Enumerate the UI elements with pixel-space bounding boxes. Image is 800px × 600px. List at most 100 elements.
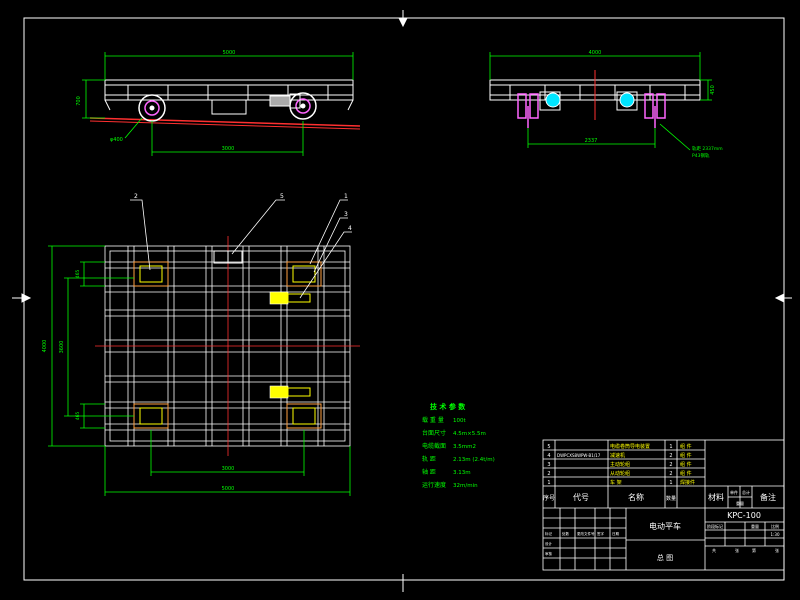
part-name: 减速机 bbox=[610, 452, 625, 459]
callout-5: 5 bbox=[280, 193, 284, 200]
side-dim-height: 450 bbox=[710, 85, 716, 95]
front-wheel-left bbox=[138, 94, 166, 122]
callout-2: 2 bbox=[134, 193, 138, 200]
callout-4: 4 bbox=[348, 225, 352, 232]
sign-cell: 审核 bbox=[545, 551, 553, 556]
sheet-total-label: 共 bbox=[712, 547, 716, 553]
header-material: 材料 bbox=[708, 492, 724, 502]
spec-value: 4.5m×5.5m bbox=[453, 431, 486, 437]
front-drive-motor bbox=[269, 93, 301, 109]
header-remark: 备注 bbox=[760, 492, 776, 502]
front-dim-length: 5000 bbox=[223, 50, 236, 56]
plan-wheel-groups bbox=[133, 261, 322, 429]
side-rail-note-2: P43钢轨 bbox=[692, 152, 710, 159]
weight-label: 重量 bbox=[751, 523, 759, 529]
scale-label: 比例 bbox=[771, 523, 779, 529]
part-name: 从动轮组 bbox=[610, 470, 630, 477]
part-code: DWPCXS8WPW-B1/17 bbox=[557, 453, 601, 458]
side-view-dimensions bbox=[489, 52, 712, 151]
specs-rows: 载 重 量 100t 台面尺寸 4.5m×5.5m 电缆截面 3.5mm2 轨 距 2.13m… bbox=[422, 416, 495, 489]
part-no: 5 bbox=[547, 444, 550, 450]
side-view-frame-structure bbox=[489, 70, 701, 120]
plan-view-dimensions bbox=[48, 245, 351, 496]
scale-value: 1:30 bbox=[771, 532, 780, 537]
stage-mark-label: 阶段标记 bbox=[707, 523, 723, 529]
part-qty: 2 bbox=[669, 462, 672, 468]
spec-label: 台面尺寸 bbox=[422, 429, 446, 437]
sheet-total-unit: 张 bbox=[735, 547, 739, 553]
sign-cell: 签字 bbox=[597, 531, 605, 536]
plan-dim-wheelbase: 3000 bbox=[222, 466, 235, 472]
title-block: 5 电缆卷筒导电装置 1 组 件 4 DWPCXS8WPW-B1/17 减速机 2 组 件 3 主动… bbox=[542, 439, 785, 571]
header-name: 名称 bbox=[628, 492, 644, 502]
spec-value: 100t bbox=[453, 418, 466, 424]
spec-label: 电缆截面 bbox=[422, 442, 446, 450]
part-material: 组 件 bbox=[680, 452, 692, 459]
part-qty: 1 bbox=[669, 480, 672, 486]
sheet-current-label: 第 bbox=[752, 547, 756, 553]
sign-cell: 处数 bbox=[562, 531, 570, 536]
front-dim-wheel: φ400 bbox=[110, 137, 123, 143]
spec-label: 运行速度 bbox=[422, 481, 446, 489]
sign-cell: 日期 bbox=[612, 531, 620, 536]
spec-value: 3.13m bbox=[453, 470, 471, 476]
front-dim-height: 700 bbox=[76, 96, 82, 106]
header-no: 序号 bbox=[543, 494, 555, 502]
part-material: 组 件 bbox=[680, 470, 692, 477]
header-weight-total: 总计 bbox=[742, 489, 750, 495]
part-qty: 2 bbox=[669, 453, 672, 459]
plan-drive-motors bbox=[269, 291, 311, 399]
part-qty: 1 bbox=[669, 444, 672, 450]
part-material: 组 件 bbox=[680, 443, 692, 450]
side-rail-note-1: 轨距 2337mm bbox=[692, 145, 723, 152]
part-name: 主动轮组 bbox=[610, 461, 630, 468]
callout-3: 3 bbox=[344, 211, 348, 218]
drawing-number: KPC-100 bbox=[727, 511, 761, 520]
sign-cell: 更改文件号 bbox=[577, 531, 595, 536]
part-no: 1 bbox=[547, 480, 550, 486]
plan-dim-inner-width: 3600 bbox=[59, 341, 65, 354]
part-no: 4 bbox=[547, 453, 550, 459]
front-view: 5000 700 φ400 3000 bbox=[76, 50, 361, 156]
part-no: 2 bbox=[547, 471, 550, 477]
side-dim-width: 4000 bbox=[589, 50, 602, 56]
plan-dim-total-length: 5000 bbox=[222, 486, 235, 492]
specs-title: 技 术 参 数 bbox=[430, 402, 466, 411]
part-name: 电缆卷筒导电装置 bbox=[610, 443, 650, 450]
front-wheel-right bbox=[289, 92, 317, 120]
plan-centerlines bbox=[95, 236, 360, 456]
spec-label: 轨 距 bbox=[422, 455, 436, 463]
spec-label: 轴 距 bbox=[422, 468, 436, 476]
spec-value: 3.5mm2 bbox=[453, 444, 476, 450]
header-weight: 重量 bbox=[736, 500, 744, 506]
plan-callout-leaders bbox=[130, 199, 352, 299]
sign-cell: 标记 bbox=[545, 531, 553, 536]
sign-cell: 设计 bbox=[545, 541, 553, 546]
side-dim-gauge: 2337 bbox=[585, 138, 598, 144]
spec-value: 32m/min bbox=[453, 483, 478, 489]
callout-1: 1 bbox=[344, 193, 348, 200]
part-material: 焊接件 bbox=[680, 479, 695, 486]
part-qty: 2 bbox=[669, 471, 672, 477]
plan-cable-reel bbox=[213, 250, 243, 264]
title-block-lines bbox=[542, 439, 785, 571]
tech-specs: 技 术 参 数 载 重 量 100t 台面尺寸 4.5m×5.5m 电缆截面 3.5mm2… bbox=[422, 402, 495, 489]
spec-value: 2.13m (2.4t/m) bbox=[453, 457, 495, 463]
sheet-current-unit: 张 bbox=[775, 547, 779, 553]
spec-label: 载 重 量 bbox=[422, 416, 444, 424]
parts-list: 5 电缆卷筒导电装置 1 组 件 4 DWPCXS8WPW-B1/17 减速机 2 组 件 3 主动… bbox=[547, 443, 695, 486]
rail-line-2 bbox=[89, 120, 361, 130]
plan-view: 2 5 1 3 4 4000 3600 465 465 bbox=[42, 193, 360, 496]
header-code: 代号 bbox=[573, 492, 589, 502]
sheet-frame bbox=[12, 10, 792, 592]
front-view-dimensions bbox=[82, 52, 354, 156]
plan-dim-total-width: 4000 bbox=[42, 340, 48, 353]
side-wheel-left bbox=[517, 91, 561, 128]
part-no: 3 bbox=[547, 462, 550, 468]
sign-rows: 标记 处数 更改文件号签字 日期设计审核 bbox=[545, 531, 620, 556]
header-weight-single: 单件 bbox=[730, 489, 738, 495]
drawing-name: 电动平车 bbox=[649, 521, 681, 531]
front-dim-wheelbase: 3000 bbox=[222, 146, 235, 152]
plan-dim-small-top: 465 bbox=[75, 270, 81, 279]
